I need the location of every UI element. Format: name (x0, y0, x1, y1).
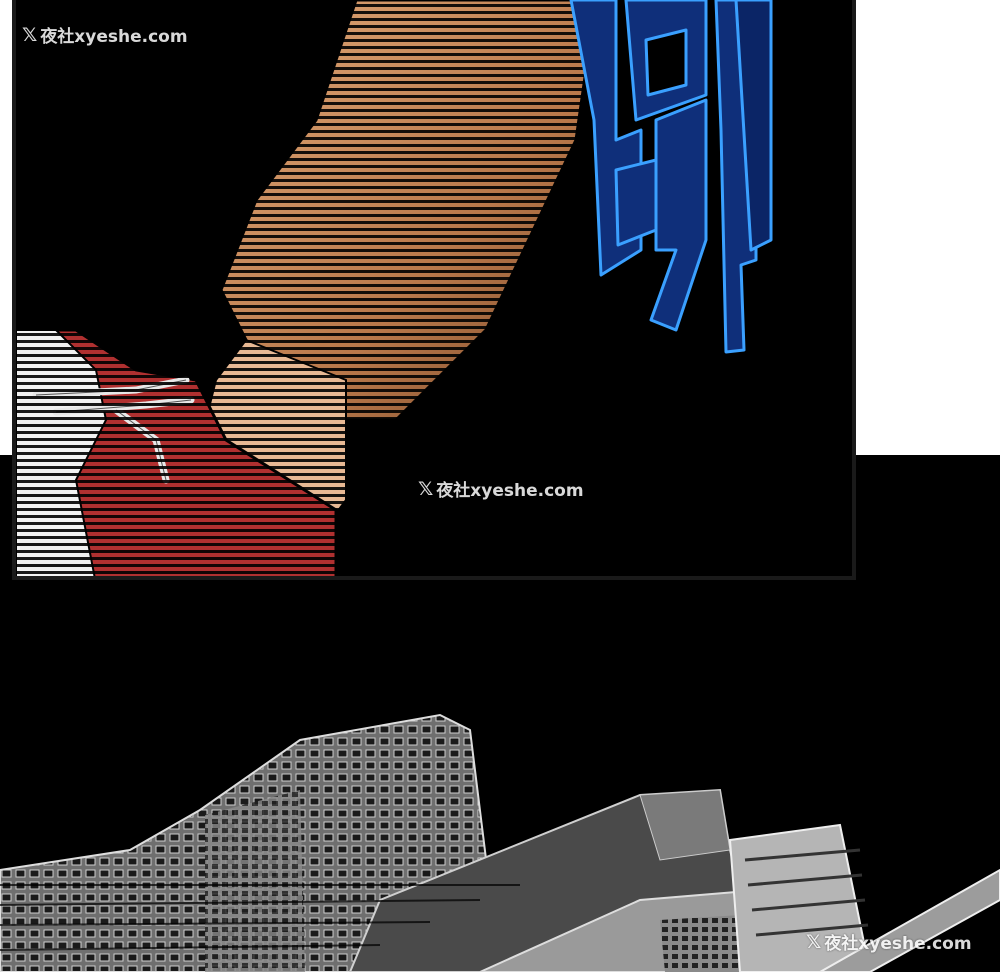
watermark: 𝕏 夜社xyeshe.com (806, 929, 972, 955)
watermark: 𝕏 夜社xyeshe.com (22, 22, 188, 48)
x-logo-icon: 𝕏 (418, 477, 434, 500)
sfx-glyph (569, 0, 773, 354)
page-gutter (856, 0, 1000, 455)
comic-panel-leg (12, 0, 856, 580)
watermark-text: 夜社xyeshe.com (40, 27, 188, 47)
x-logo-icon: 𝕏 (806, 930, 822, 953)
comic-panel-city (0, 700, 1000, 972)
city-illustration (0, 713, 1000, 972)
leg-illustration (16, 0, 773, 576)
watermark: 𝕏 夜社xyeshe.com (418, 476, 584, 502)
page-gutter-left (0, 0, 12, 455)
watermark-text: 夜社xyeshe.com (824, 934, 972, 954)
x-logo-icon: 𝕏 (22, 23, 38, 46)
watermark-text: 夜社xyeshe.com (436, 481, 584, 501)
